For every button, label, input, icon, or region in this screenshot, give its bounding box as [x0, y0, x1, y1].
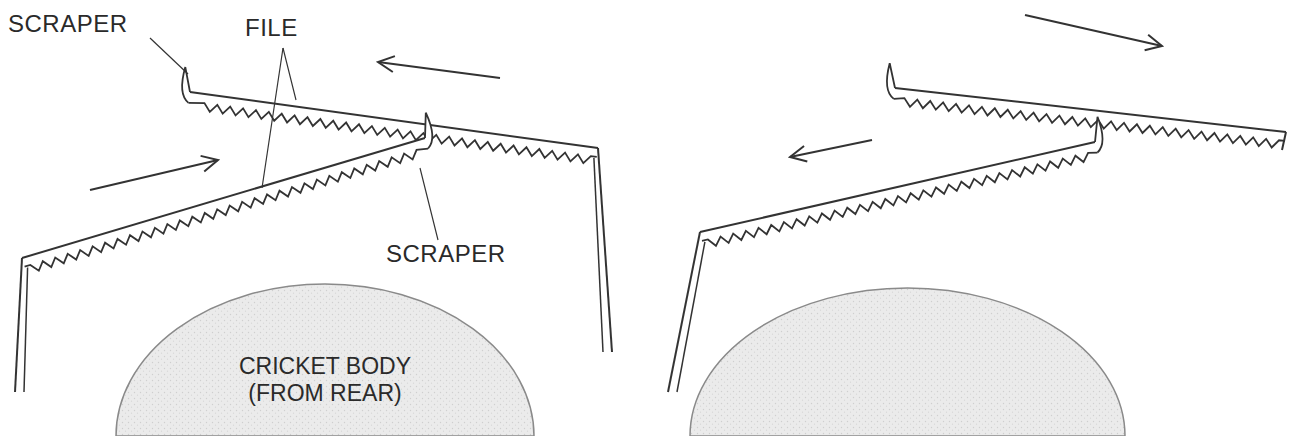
body-shape: CRICKET BODY (FROM REAR)	[115, 283, 535, 436]
scraper-hook	[887, 63, 895, 99]
cricket-body	[690, 288, 1125, 436]
wing	[887, 63, 1286, 150]
motion-arrow	[378, 62, 500, 78]
wing-edge	[190, 92, 598, 148]
wing-leg-inner	[24, 268, 28, 392]
body-fill	[116, 284, 534, 436]
scraper-hook	[425, 113, 432, 149]
part-label: FILE	[245, 14, 298, 42]
wing-leg	[15, 258, 22, 392]
motion-arrow	[90, 160, 218, 190]
part-label: SCRAPER	[386, 240, 506, 268]
file-teeth	[189, 103, 597, 163]
wing-edge	[22, 138, 425, 258]
motion-arrow	[790, 140, 872, 157]
leader-line	[420, 168, 438, 240]
leader-line	[283, 48, 296, 100]
motion-arrow	[1025, 15, 1162, 46]
wing-leg	[598, 148, 612, 352]
file-teeth	[894, 98, 1285, 147]
leader-line	[262, 48, 283, 188]
wing-leg	[1282, 132, 1286, 150]
leader-line	[150, 38, 188, 74]
part-label: SCRAPER	[8, 10, 128, 38]
wing-leg-inner	[594, 158, 603, 352]
wing-edge	[700, 142, 1095, 232]
body-label: CRICKET BODY (FROM REAR)	[218, 353, 433, 407]
file-teeth	[702, 153, 1097, 246]
wing-leg	[668, 232, 700, 392]
file-teeth	[25, 149, 429, 271]
scraper-hook	[1095, 117, 1103, 153]
wing-leg-inner	[677, 242, 705, 392]
